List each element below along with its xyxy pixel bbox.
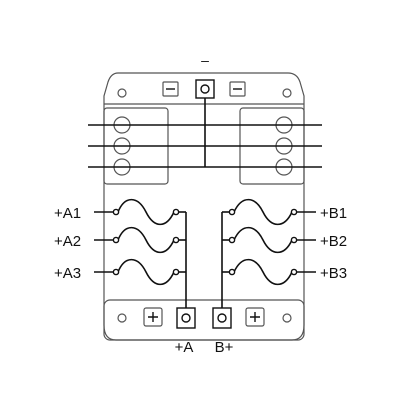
- mounting-hole: [282, 88, 292, 98]
- plus-icon: [250, 312, 260, 322]
- fuse-node: [228, 268, 236, 276]
- fuse-circuit-b2: [222, 226, 316, 254]
- input-label-a: +A: [175, 339, 194, 356]
- mounting-hole: [117, 88, 127, 98]
- output-label-b3: +B3: [320, 265, 347, 282]
- mounting-holes: [117, 88, 292, 323]
- output-label-a3: +A3: [54, 265, 81, 282]
- fuse-circuit-a1: [94, 198, 186, 226]
- left-fuse-nodes: [112, 208, 180, 276]
- positive-side-terminals: [143, 307, 265, 327]
- left-fuse-circuits: [94, 198, 187, 308]
- input-terminal-a-screw: [181, 313, 191, 323]
- fuse-node: [228, 236, 236, 244]
- fuse-symbol: [117, 198, 175, 226]
- output-label-b2: +B2: [320, 233, 347, 250]
- plus-icon: [148, 312, 158, 322]
- fuse-node: [112, 268, 120, 276]
- ground-label: –: [201, 52, 209, 68]
- right-fuse-nodes: [228, 208, 298, 276]
- ground-side-terminal-right: [229, 81, 246, 97]
- fuse-node: [228, 208, 236, 216]
- ground-terminal-screw: [200, 84, 210, 94]
- positive-side-terminal-right: [245, 307, 265, 327]
- fuse-node: [290, 208, 298, 216]
- fuse-circuit-a2: [94, 226, 186, 254]
- output-label-b1: +B1: [320, 205, 347, 222]
- input-label-b: B+: [215, 339, 234, 356]
- fuse-node: [112, 236, 120, 244]
- input-terminals: [176, 307, 232, 329]
- fuse-symbol: [233, 226, 293, 254]
- fuse-circuit-b1: [222, 198, 316, 226]
- fuse-circuit-a3: [94, 258, 186, 286]
- input-terminal-b-screw: [217, 313, 227, 323]
- fuse-symbol: [117, 226, 175, 254]
- fuse-circuit-b3: [222, 258, 316, 286]
- fuse-symbol: [117, 258, 175, 286]
- ground-bus: [88, 98, 322, 168]
- fuse-node: [172, 236, 180, 244]
- fuse-block-housing: [103, 72, 305, 341]
- fuse-symbol: [233, 198, 293, 226]
- mounting-hole: [282, 313, 292, 323]
- fuse-symbol: [233, 258, 293, 286]
- output-label-a2: +A2: [54, 233, 81, 250]
- fuse-node: [172, 268, 180, 276]
- right-fuse-circuits: [221, 198, 316, 308]
- lower-panel-outline: [103, 299, 305, 341]
- ground-side-terminal-left: [162, 81, 179, 97]
- fuse-node: [172, 208, 180, 216]
- ground-terminal-row: [162, 79, 246, 99]
- ground-main-terminal: [195, 79, 215, 99]
- input-terminal-b: [212, 307, 232, 329]
- fuse-node: [290, 236, 298, 244]
- fuse-node: [112, 208, 120, 216]
- output-label-a1: +A1: [54, 205, 81, 222]
- positive-side-terminal-left: [143, 307, 163, 327]
- input-terminal-a: [176, 307, 196, 329]
- mounting-hole: [117, 313, 127, 323]
- fuse-node: [290, 268, 298, 276]
